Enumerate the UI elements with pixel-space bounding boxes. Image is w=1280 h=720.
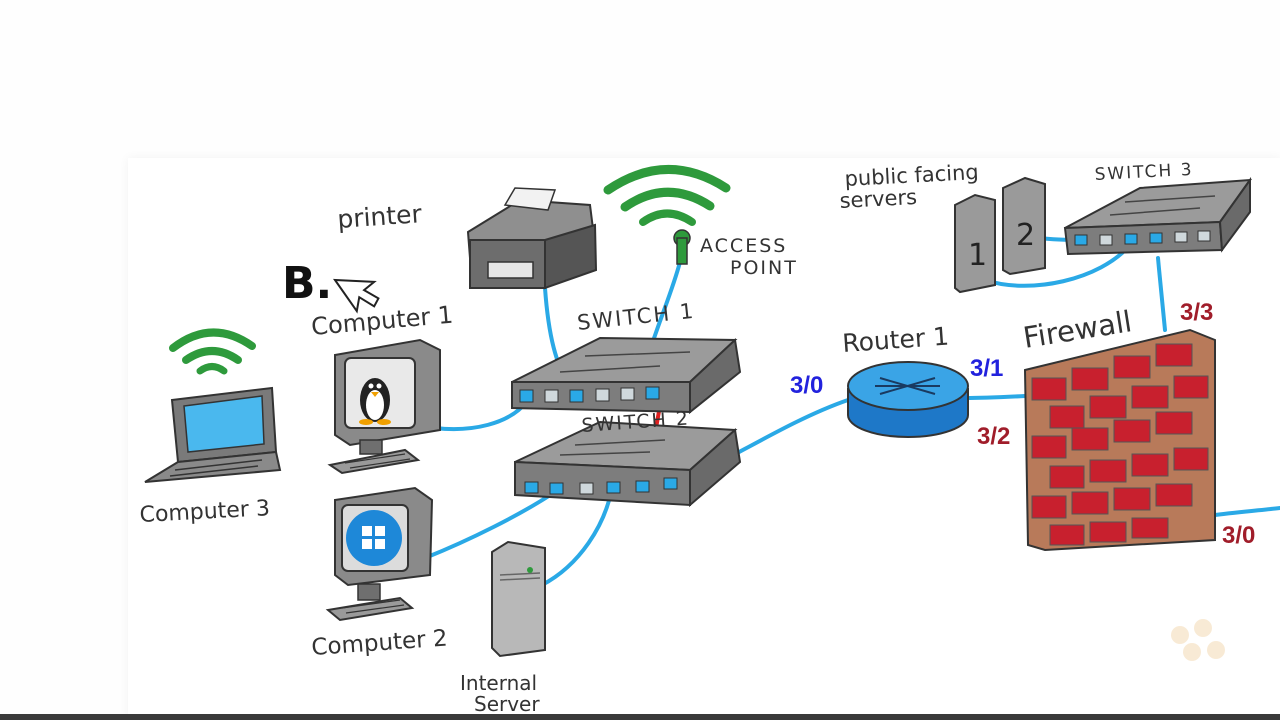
watermark-dots xyxy=(1171,619,1225,661)
switch3-ports xyxy=(1074,230,1211,246)
public-servers: 1 2 xyxy=(954,176,1046,294)
router-1 xyxy=(847,361,969,438)
server-number-1: 1 xyxy=(968,238,987,273)
port-label-firewall-3-2: 3/2 xyxy=(977,423,1010,450)
label-internal-server-1: Internal xyxy=(460,671,537,695)
firewall-bricks xyxy=(1031,343,1209,546)
firewall xyxy=(1023,328,1216,552)
cable-firewall-switch3 xyxy=(1156,256,1167,332)
switch-3 xyxy=(1063,176,1253,256)
wifi-icon xyxy=(169,328,256,375)
port-label-firewall-3-0: 3/0 xyxy=(1222,522,1255,549)
computer-2 xyxy=(325,486,434,622)
internal-server xyxy=(491,540,546,658)
annotation-b: B. xyxy=(282,258,332,309)
label-access-point-2: POINT xyxy=(730,257,798,279)
label-access-point-1: ACCESS xyxy=(700,235,787,257)
label-internal-server-2: Server xyxy=(474,692,540,716)
port-label-router-3-1: 3/1 xyxy=(970,355,1003,382)
switch-1 xyxy=(511,336,742,415)
computer-1 xyxy=(327,338,441,475)
port-label-firewall-3-3: 3/3 xyxy=(1180,299,1213,326)
wifi-icon xyxy=(603,165,731,226)
mouse-cursor-icon xyxy=(333,278,380,314)
switch1-ports xyxy=(519,386,660,403)
printer xyxy=(466,187,598,290)
label-printer: printer xyxy=(336,199,423,234)
label-switch-1: SWITCH 1 xyxy=(576,299,696,335)
cables xyxy=(423,236,1280,587)
labels: printer ACCESS POINT SWITCH 1 SWITCH 2 S… xyxy=(139,160,1255,716)
label-computer-2: Computer 2 xyxy=(311,626,449,661)
cable-router-firewall xyxy=(963,394,1027,400)
access-point xyxy=(603,165,731,265)
linux-penguin-icon xyxy=(359,378,391,425)
annotation: B. xyxy=(282,258,380,314)
cable-server-switch2 xyxy=(540,486,614,587)
switch2-ports xyxy=(524,477,678,495)
server-number-2: 2 xyxy=(1016,218,1035,253)
label-router-1: Router 1 xyxy=(841,322,949,358)
computer-3 xyxy=(144,328,282,483)
windows-logo-icon xyxy=(346,510,402,566)
cable-server1-switch3 xyxy=(983,243,1132,288)
label-computer-3: Computer 3 xyxy=(139,496,270,528)
bottom-bar xyxy=(0,714,1280,720)
label-public-servers-2: servers xyxy=(839,185,918,213)
port-label-router-3-0: 3/0 xyxy=(790,372,823,399)
cable-computer2-switch2 xyxy=(423,490,557,560)
switch-2 xyxy=(514,420,742,508)
label-switch-3: SWITCH 3 xyxy=(1094,160,1194,185)
cable-firewall-outside xyxy=(1213,506,1280,517)
